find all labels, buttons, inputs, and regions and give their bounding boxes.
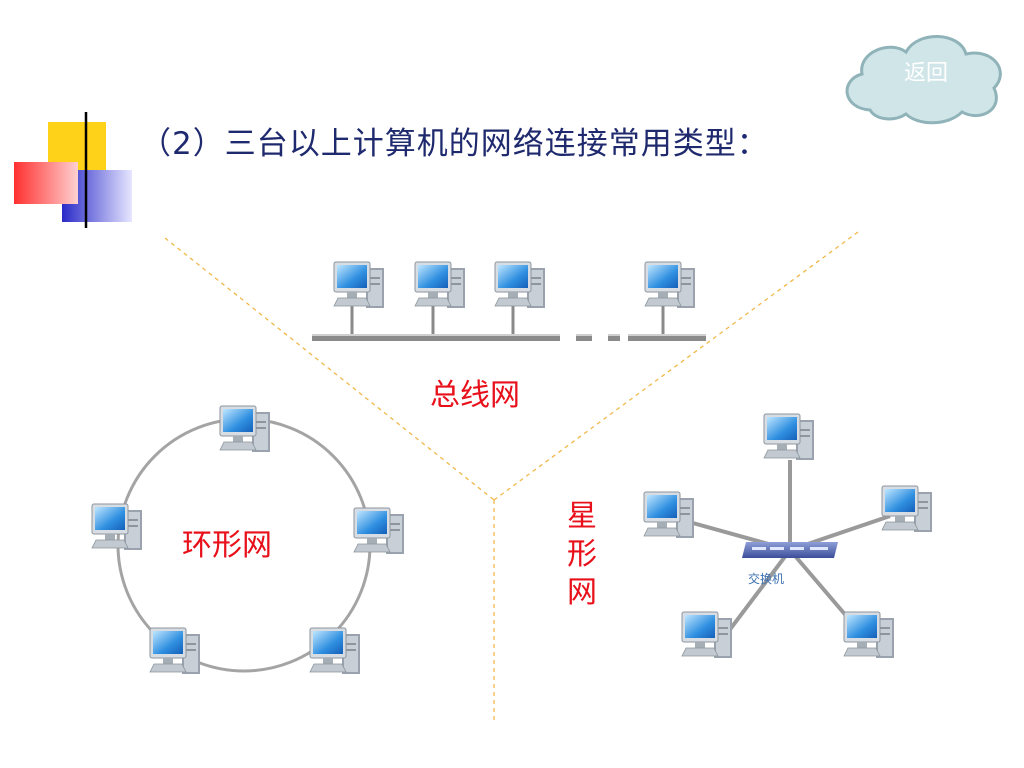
return-cloud-shape [845, 35, 1002, 125]
ring-computer-icon [309, 627, 361, 675]
ring-computer-icon [353, 507, 405, 555]
bus-network-label: 总线网 [430, 378, 520, 413]
bus-computer-icon [414, 261, 466, 309]
ring-computer-icon [219, 405, 271, 453]
star-label-char: 网 [567, 575, 597, 610]
bus-network [312, 261, 706, 342]
star-computer-icon [643, 491, 695, 539]
star-computer-icon [681, 611, 733, 659]
page-title: （2）三台以上计算机的网络连接常用类型： [140, 126, 769, 162]
bus-computer-icon [494, 261, 546, 309]
switch-device [742, 542, 838, 558]
star-computer-icon [763, 413, 815, 461]
star-computer-icon [843, 611, 895, 659]
ring-computer-icon [149, 627, 201, 675]
bus-computer-icon [333, 261, 385, 309]
star-label-char: 形 [567, 537, 597, 572]
star-network-label: 星 形 网 [562, 498, 602, 612]
section-dividers [164, 231, 859, 722]
switch-label: 交换机 [748, 572, 785, 586]
star-network [643, 413, 933, 659]
ring-network-label: 环形网 [182, 528, 272, 563]
star-label-char: 星 [567, 499, 597, 534]
return-button[interactable]: 返回 [846, 28, 1006, 124]
corner-ornament [14, 112, 1000, 228]
return-button-label: 返回 [903, 61, 948, 86]
ring-network [91, 405, 405, 675]
star-computer-icon [881, 485, 933, 533]
bus-computer-icon [644, 261, 696, 309]
ring-computer-icon [91, 503, 143, 551]
